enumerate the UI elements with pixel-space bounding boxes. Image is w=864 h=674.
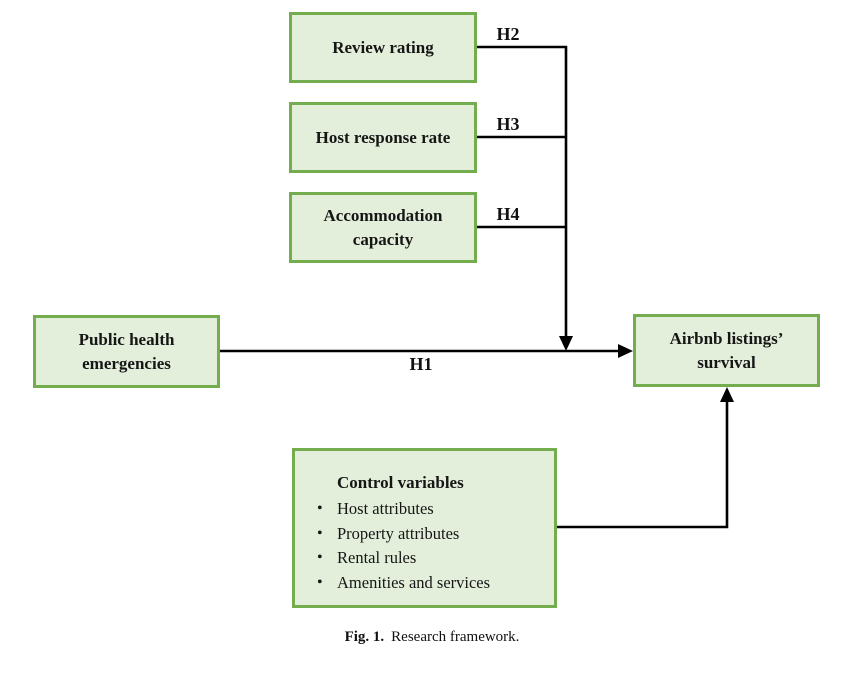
- control-arrowhead-up: [720, 387, 734, 402]
- list-item: Rental rules: [311, 546, 554, 571]
- box-review-rating-label: Review rating: [332, 37, 434, 57]
- hypothesis-label-h3: H3: [496, 114, 520, 134]
- box-airbnb-listings-survival-label: Airbnb listings’ survival: [669, 328, 784, 372]
- box-accommodation-capacity: Accommodation capacity: [289, 192, 477, 263]
- box-control-variables: Control variables Host attributes Proper…: [292, 448, 557, 608]
- list-item: Host attributes: [311, 497, 554, 522]
- box-host-response-rate: Host response rate: [289, 102, 477, 173]
- figure-caption-text: Research framework.: [391, 629, 520, 645]
- box-public-health-emergencies-label: Public health emergencies: [78, 329, 175, 373]
- hypothesis-label-h2: H2: [496, 24, 520, 44]
- box-review-rating: Review rating: [289, 12, 477, 83]
- hypothesis-label-h1: H1: [409, 354, 433, 374]
- hypothesis-label-h4: H4: [496, 204, 520, 224]
- figure-caption-number: Fig. 1.: [344, 629, 385, 645]
- box-host-response-rate-label: Host response rate: [315, 127, 451, 147]
- box-airbnb-listings-survival: Airbnb listings’ survival: [633, 314, 820, 387]
- h1-arrowhead-right: [618, 344, 633, 358]
- control-variables-title: Control variables: [337, 473, 464, 492]
- trunk-arrowhead-down: [559, 336, 573, 351]
- box-public-health-emergencies: Public health emergencies: [33, 315, 220, 388]
- list-item: Property attributes: [311, 522, 554, 547]
- control-variables-list: Host attributes Property attributes Rent…: [311, 497, 554, 595]
- box-accommodation-capacity-label: Accommodation capacity: [323, 205, 443, 249]
- control-connector-line: [556, 400, 729, 529]
- control-variables-content: Control variables Host attributes Proper…: [295, 451, 554, 595]
- list-item: Amenities and services: [311, 571, 554, 596]
- figure-caption: Fig. 1. Research framework.: [0, 629, 864, 646]
